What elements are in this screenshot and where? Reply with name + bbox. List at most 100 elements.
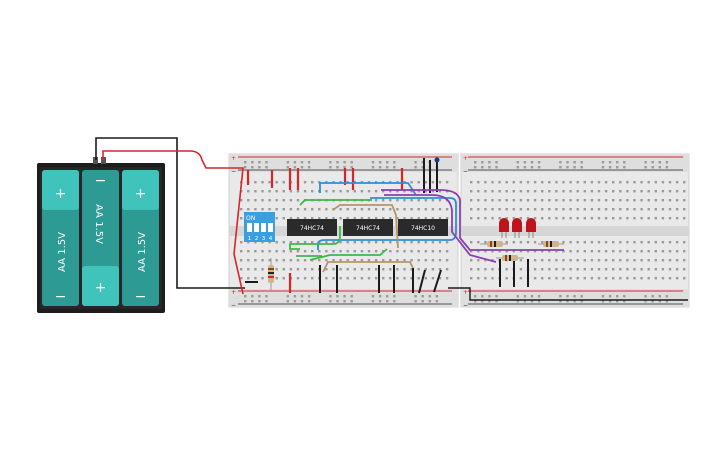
breadboard-hole[interactable] — [325, 241, 328, 244]
rail-hole[interactable] — [435, 300, 439, 303]
rail-hole[interactable] — [608, 300, 612, 303]
breadboard-hole[interactable] — [633, 217, 636, 220]
breadboard-hole[interactable] — [374, 268, 378, 271]
breadboard-hole[interactable] — [526, 190, 530, 193]
breadboard-hole[interactable] — [647, 277, 650, 280]
rail-hole[interactable] — [481, 300, 484, 303]
breadboard-hole[interactable] — [403, 190, 406, 193]
breadboard-hole[interactable] — [555, 190, 558, 193]
breadboard-hole[interactable] — [541, 277, 544, 280]
breadboard-hole[interactable] — [569, 208, 572, 211]
breadboard-hole[interactable] — [382, 208, 385, 211]
breadboard-hole[interactable] — [597, 190, 601, 193]
breadboard-hole[interactable] — [403, 259, 406, 262]
rail-hole[interactable] — [244, 295, 247, 298]
breadboard-hole[interactable] — [470, 277, 473, 280]
breadboard-hole[interactable] — [675, 277, 679, 280]
breadboard-hole[interactable] — [576, 277, 579, 280]
breadboard-hole[interactable] — [555, 208, 558, 211]
rail-hole[interactable] — [665, 166, 669, 169]
rail-hole[interactable] — [300, 295, 304, 298]
breadboard-hole[interactable] — [491, 277, 494, 280]
rail-hole[interactable] — [378, 161, 382, 164]
rail-hole[interactable] — [616, 166, 619, 169]
rail-hole[interactable] — [329, 161, 332, 164]
breadboard-hole[interactable] — [661, 199, 665, 202]
breadboard-hole[interactable] — [282, 199, 285, 202]
breadboard-hole[interactable] — [583, 268, 586, 271]
rail-hole[interactable] — [343, 295, 346, 298]
rail-hole[interactable] — [488, 300, 491, 303]
breadboard-hole[interactable] — [640, 250, 643, 253]
breadboard-hole[interactable] — [604, 268, 608, 271]
breadboard-hole[interactable] — [254, 241, 257, 244]
breadboard-hole[interactable] — [445, 208, 449, 211]
breadboard-hole[interactable] — [555, 250, 558, 253]
breadboard-hole[interactable] — [275, 277, 278, 280]
breadboard-hole[interactable] — [526, 217, 530, 220]
breadboard-hole[interactable] — [675, 190, 679, 193]
rail-hole[interactable] — [573, 295, 576, 298]
breadboard-hole[interactable] — [311, 241, 314, 244]
breadboard-hole[interactable] — [526, 250, 530, 253]
rail-hole[interactable] — [481, 161, 484, 164]
breadboard-hole[interactable] — [583, 250, 586, 253]
breadboard-hole[interactable] — [374, 217, 378, 220]
breadboard-hole[interactable] — [484, 208, 487, 211]
breadboard-hole[interactable] — [438, 268, 442, 271]
breadboard-hole[interactable] — [562, 241, 565, 244]
rail-hole[interactable] — [428, 295, 431, 298]
breadboard-hole[interactable] — [519, 250, 523, 253]
breadboard-hole[interactable] — [533, 277, 537, 280]
rail-hole[interactable] — [488, 161, 491, 164]
rail-hole[interactable] — [537, 161, 541, 164]
breadboard-hole[interactable] — [590, 190, 594, 193]
breadboard-hole[interactable] — [247, 277, 250, 280]
breadboard-hole[interactable] — [626, 208, 629, 211]
breadboard-hole[interactable] — [661, 217, 665, 220]
breadboard-hole[interactable] — [275, 181, 278, 184]
breadboard-hole[interactable] — [612, 250, 615, 253]
rail-hole[interactable] — [580, 161, 583, 164]
breadboard-hole[interactable] — [268, 208, 271, 211]
rail-hole[interactable] — [329, 166, 332, 169]
rail-hole[interactable] — [644, 166, 647, 169]
rail-hole[interactable] — [530, 166, 534, 169]
breadboard-hole[interactable] — [275, 259, 278, 262]
breadboard-hole[interactable] — [583, 217, 586, 220]
breadboard-hole[interactable] — [640, 199, 643, 202]
breadboard-hole[interactable] — [445, 268, 449, 271]
breadboard-hole[interactable] — [533, 181, 537, 184]
breadboard-hole[interactable] — [254, 268, 257, 271]
breadboard-hole[interactable] — [512, 250, 515, 253]
breadboard-hole[interactable] — [240, 208, 243, 211]
rail-hole[interactable] — [580, 166, 583, 169]
breadboard-hole[interactable] — [360, 268, 364, 271]
blue-wire[interactable] — [319, 182, 417, 196]
breadboard-hole[interactable] — [590, 181, 594, 184]
breadboard-hole[interactable] — [374, 259, 378, 262]
breadboard-hole[interactable] — [491, 190, 494, 193]
breadboard-hole[interactable] — [498, 208, 501, 211]
rail-hole[interactable] — [414, 295, 417, 298]
breadboard-hole[interactable] — [346, 241, 349, 244]
breadboard-hole[interactable] — [396, 259, 399, 262]
breadboard-hole[interactable] — [583, 259, 586, 262]
breadboard-hole[interactable] — [282, 208, 285, 211]
breadboard-hole[interactable] — [403, 241, 406, 244]
breadboard-hole[interactable] — [548, 217, 551, 220]
breadboard-hole[interactable] — [562, 181, 565, 184]
breadboard-hole[interactable] — [389, 217, 392, 220]
breadboard-hole[interactable] — [633, 250, 636, 253]
breadboard-hole[interactable] — [626, 181, 629, 184]
breadboard-hole[interactable] — [275, 250, 278, 253]
breadboard-hole[interactable] — [590, 241, 594, 244]
breadboard-hole[interactable] — [519, 268, 523, 271]
breadboard-hole[interactable] — [562, 199, 565, 202]
breadboard-hole[interactable] — [668, 268, 672, 271]
breadboard-hole[interactable] — [254, 199, 257, 202]
rail-hole[interactable] — [523, 161, 527, 164]
breadboard-hole[interactable] — [346, 259, 349, 262]
rail-hole[interactable] — [644, 161, 647, 164]
rail-hole[interactable] — [414, 161, 417, 164]
